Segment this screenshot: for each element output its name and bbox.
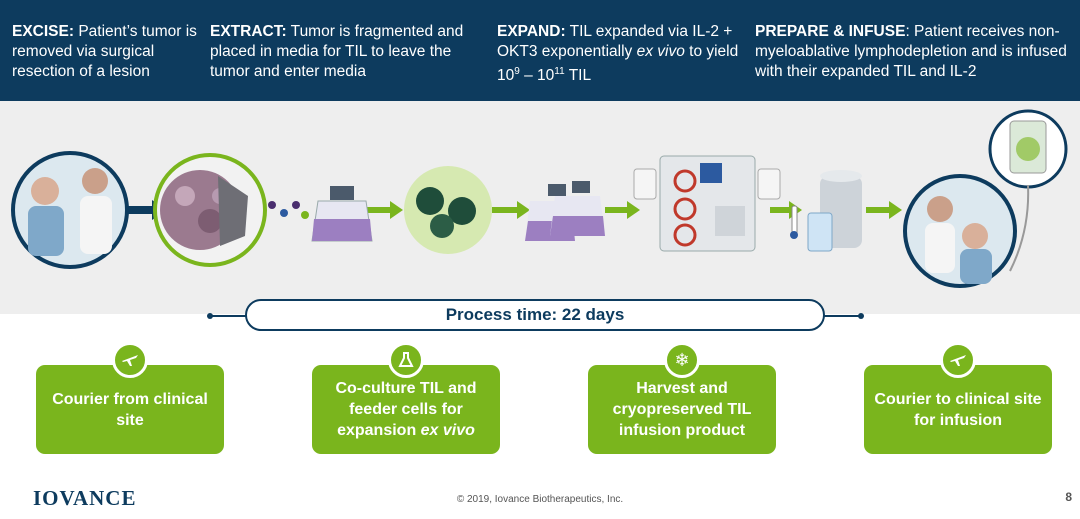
process-illustration (11, 109, 1068, 288)
iovance-logo: IOVANCE (33, 486, 137, 510)
timeline-start-dot (207, 313, 213, 319)
expansion-flasks-image (525, 181, 605, 241)
process-header: EXCISE: Patient’s tumor is removed via s… (0, 0, 1080, 101)
card-co-culture: Co-culture TIL and feeder cells for expa… (312, 365, 500, 454)
step-expand: EXPAND: TIL expanded via IL-2 + OKT3 exp… (497, 23, 739, 85)
timeline-end-dot (858, 313, 864, 319)
copyright-text: © 2019, Iovance Biotherapeutics, Inc. (456, 494, 624, 505)
culture-flask-image (311, 186, 373, 242)
airplane-icon (940, 342, 976, 378)
patient-infusion-image (903, 174, 1017, 288)
co-culture-image (404, 166, 492, 254)
card-harvest: Harvest and cryopreserved TIL infusion p… (588, 365, 776, 454)
airplane-icon (112, 342, 148, 378)
step-prepare-infuse: PREPARE & INFUSE: Patient receives non-m… (755, 23, 1067, 80)
card-courier-from-site: Courier from clinical site (36, 365, 224, 454)
process-time-label: Process time: 22 days (245, 299, 825, 331)
bioreactor-image (633, 155, 781, 252)
step-extract: EXTRACT: Tumor is fragmented and placed … (210, 23, 464, 80)
flask-icon (388, 342, 424, 378)
page-number: 8 (1065, 490, 1072, 504)
cryo-tank-image (790, 170, 862, 252)
infusion-bag-image (988, 109, 1068, 272)
card-courier-to-site: Courier to clinical site for infusion (864, 365, 1052, 454)
snowflake-icon: ❄ (664, 342, 700, 378)
step-excise: EXCISE: Patient’s tumor is removed via s… (12, 23, 197, 80)
patient-doctor-image (11, 151, 129, 269)
til-cells (268, 201, 309, 219)
tumor-image (153, 153, 267, 267)
